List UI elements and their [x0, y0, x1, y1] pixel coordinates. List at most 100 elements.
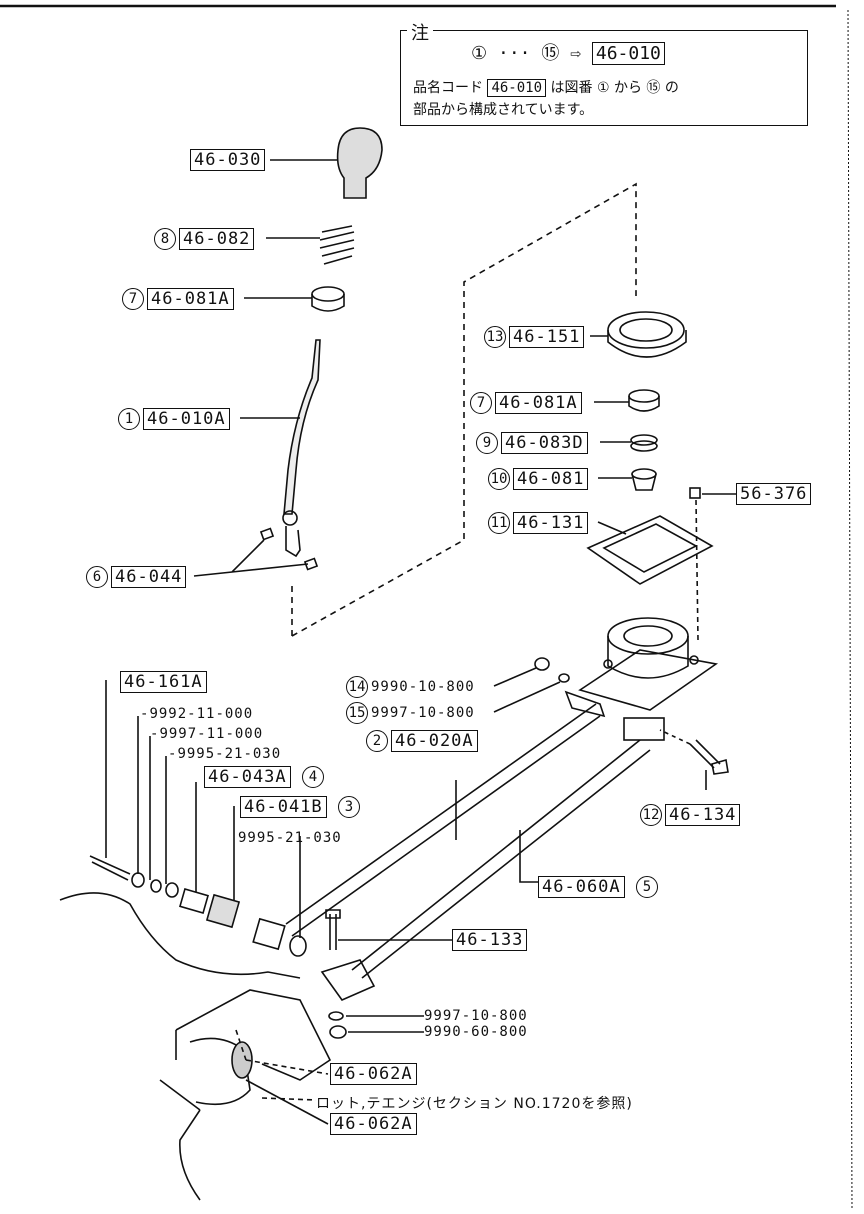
note-line-1: ① ··· ⑮ ⇨ 46-010: [471, 39, 665, 65]
bush-top-drawing: [244, 286, 345, 312]
note-code-2: 46-010: [487, 79, 547, 97]
bush-top-number: 7: [122, 288, 144, 310]
reference-text: ロット,テエンジ(セクション NO.1720を参照): [316, 1096, 633, 1112]
part-9997-label: -9997-11-000: [150, 726, 264, 742]
spring-drawing: [266, 225, 355, 265]
part-9997-code: 9997-11-000: [159, 726, 264, 742]
part-9992-code: 9992-11-000: [149, 706, 254, 722]
note-line-2: 品名コード 46-010 は図番 ① から ⑮ の: [413, 77, 679, 97]
reference-note: ロット,テエンジ(セクション NO.1720を参照): [316, 1094, 633, 1114]
plate-code: 46-131: [513, 512, 589, 534]
bush41-code: 46-041B: [240, 796, 327, 818]
seat-drawing: [598, 468, 657, 491]
bush-right-number: 7: [470, 392, 492, 414]
part-9995-label: -9995-21-030: [168, 746, 282, 762]
nut14-code: 9990-10-800: [371, 679, 475, 695]
bush43-number: 4: [301, 766, 324, 788]
note-text-from: から: [613, 80, 642, 96]
boot-code: 46-151: [509, 326, 585, 348]
bottom-nut-drawing: [328, 1011, 424, 1039]
extension-label: 46-060A 5: [538, 876, 661, 898]
bolt12-number: 12: [640, 804, 662, 826]
note-ref-1: ①: [471, 43, 488, 64]
arrow-icon: ⇨: [570, 43, 582, 64]
transmission-drawing: [59, 892, 332, 1201]
note-text-post: の: [664, 80, 679, 96]
left-bolt-drawing: [89, 680, 307, 957]
lever-number: 1: [118, 408, 140, 430]
nut-top-code: 56-376: [736, 483, 812, 505]
nut-bottom-label: 9990-60-800: [424, 1022, 528, 1042]
bolt133-label: 46-133: [452, 929, 528, 951]
note-ref-b: ⑮: [646, 80, 661, 96]
bush43-label: 46-043A 4: [204, 766, 327, 788]
pins-number: 6: [86, 566, 108, 588]
ring-code: 46-083D: [501, 432, 588, 454]
bush-right-code: 46-081A: [495, 392, 582, 414]
note-dots: ···: [497, 43, 531, 64]
extension-rod-drawing: [320, 717, 665, 1001]
shift-knob-drawing: [270, 127, 383, 199]
pin62-bottom-label: 46-062A: [330, 1113, 417, 1135]
plate-drawing: [586, 515, 714, 585]
bolt133-code: 46-133: [452, 929, 528, 951]
part-9992-label: -9992-11-000: [140, 706, 254, 722]
note-text-mid: は図番: [550, 80, 593, 96]
rod-number: 2: [366, 730, 388, 752]
lever-code: 46-010A: [143, 408, 230, 430]
bush41-label: 46-041B 3: [240, 796, 363, 818]
washer15-number: 15: [346, 702, 368, 724]
bush-right-drawing: [594, 389, 660, 412]
bolt-left-code: 46-161A: [120, 671, 207, 693]
note-ref-15: ⑮: [541, 43, 560, 64]
boot-drawing: [590, 311, 687, 358]
ring-drawing: [600, 434, 658, 452]
pin62-top-label: 46-062A: [330, 1063, 417, 1085]
dashed-guide: [291, 182, 637, 637]
nut14-number: 14: [346, 676, 368, 698]
right-edge: [847, 9, 853, 1211]
note-ref-a: ①: [596, 80, 610, 96]
seat-number: 10: [488, 468, 510, 490]
nut14-drawing: [534, 657, 550, 671]
extension-number: 5: [635, 876, 658, 898]
bolt133-drawing: [325, 909, 452, 950]
note-line-3: 部品から構成されています。: [413, 102, 594, 118]
seat-code: 46-081: [513, 468, 589, 490]
control-rod-drawing: [285, 690, 606, 937]
bolt12-drawing: [659, 729, 729, 790]
washer15-drawing: [558, 673, 570, 683]
spring-code: 46-082: [179, 228, 255, 250]
part-9995b-label: 9995-21-030: [238, 828, 342, 848]
note-box: 注 ① ··· ⑮ ⇨ 46-010 品名コード 46-010 は図番 ① から…: [400, 19, 808, 126]
nut-top-label: 56-376: [736, 483, 812, 505]
knob-code: 46-030: [190, 149, 266, 171]
note-title: 注: [407, 19, 433, 45]
pins-code: 46-044: [111, 566, 187, 588]
extension-code: 46-060A: [538, 876, 625, 898]
washer-bottom-code: 9997-10-800: [424, 1008, 528, 1024]
washer15-code: 9997-10-800: [371, 705, 475, 721]
shift-lever-drawing: [240, 339, 321, 558]
spring-number: 8: [154, 228, 176, 250]
pin62-top-code: 46-062A: [330, 1063, 417, 1085]
nut-top-drawing: [689, 487, 736, 641]
nut-bottom-code: 9990-60-800: [424, 1024, 528, 1040]
part-9995b-code: 9995-21-030: [238, 830, 342, 846]
note-text-pre: 品名コード: [413, 80, 483, 96]
pins-drawing: [193, 527, 319, 577]
bolt12-code: 46-134: [665, 804, 741, 826]
